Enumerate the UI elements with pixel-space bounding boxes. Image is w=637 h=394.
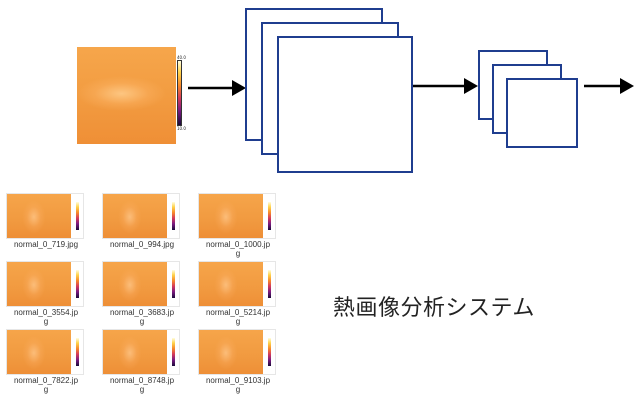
feature-map-small-3: [506, 78, 578, 148]
thumbnail-item[interactable]: normal_0_3554.jp g: [4, 260, 94, 326]
thumbnail-thermal: [7, 330, 71, 374]
thumbnail-colorbar: [76, 270, 79, 298]
thumbnail-colorbar: [172, 270, 175, 298]
input-thermal-image: [77, 47, 176, 144]
thumbnail-filename: normal_0_5214.jp g: [205, 308, 271, 326]
thumbnail-item[interactable]: normal_0_994.jpg: [100, 192, 190, 258]
thumbnail-item[interactable]: normal_0_5214.jp g: [196, 260, 286, 326]
thumbnail-image: [199, 194, 275, 238]
thumbnail-item[interactable]: normal_0_9103.jp g: [196, 328, 286, 394]
thumbnail-thermal: [103, 194, 167, 238]
thumbnail-grid: normal_0_719.jpg normal_0_994.jpg normal_0…: [4, 192, 294, 394]
thumbnail-colorbar: [172, 202, 175, 230]
thumbnail-colorbar: [172, 338, 175, 366]
thumbnail-thermal: [199, 262, 263, 306]
thumbnail-filename: normal_0_1000.jp g: [205, 240, 271, 258]
thumbnail-filename: normal_0_719.jpg: [13, 240, 79, 249]
system-label: 熱画像分析システム: [333, 296, 535, 321]
thumbnail-filename: normal_0_7822.jp g: [13, 376, 79, 394]
thumbnail-thermal: [103, 262, 167, 306]
colorbar-min-label: 10.0: [177, 126, 186, 131]
thumbnail-filename: normal_0_8748.jp g: [109, 376, 175, 394]
thumbnail-item[interactable]: normal_0_8748.jp g: [100, 328, 190, 394]
thumbnail-thermal: [7, 194, 71, 238]
feature-map-large-3: [277, 36, 413, 173]
thumbnail-filename: normal_0_3554.jp g: [13, 308, 79, 326]
thumbnail-item[interactable]: normal_0_1000.jp g: [196, 192, 286, 258]
thumbnail-thermal: [103, 330, 167, 374]
thumbnail-image: [103, 330, 179, 374]
thumbnail-filename: normal_0_3683.jp g: [109, 308, 175, 326]
thumbnail-colorbar: [268, 338, 271, 366]
thumbnail-image: [7, 194, 83, 238]
thumbnail-thermal: [199, 330, 263, 374]
thumbnail-image: [199, 262, 275, 306]
thumbnail-image: [7, 330, 83, 374]
arrow-1: [188, 80, 246, 96]
thumbnail-image: [103, 194, 179, 238]
thumbnail-item[interactable]: normal_0_3683.jp g: [100, 260, 190, 326]
colorbar-max-label: 40.0: [177, 55, 186, 60]
thumbnail-colorbar: [268, 270, 271, 298]
thumbnail-image: [199, 330, 275, 374]
thumbnail-colorbar: [76, 202, 79, 230]
thumbnail-item[interactable]: normal_0_7822.jp g: [4, 328, 94, 394]
thumbnail-thermal: [199, 194, 263, 238]
thumbnail-thermal: [7, 262, 71, 306]
thumbnail-colorbar: [76, 338, 79, 366]
thumbnail-filename: normal_0_9103.jp g: [205, 376, 271, 394]
thumbnail-filename: normal_0_994.jpg: [109, 240, 175, 249]
thumbnail-colorbar: [268, 202, 271, 230]
thumbnail-image: [7, 262, 83, 306]
thumbnail-image: [103, 262, 179, 306]
arrow-3: [584, 78, 634, 94]
input-colorbar: [177, 60, 182, 126]
arrow-2: [412, 78, 478, 94]
thumbnail-item[interactable]: normal_0_719.jpg: [4, 192, 94, 258]
